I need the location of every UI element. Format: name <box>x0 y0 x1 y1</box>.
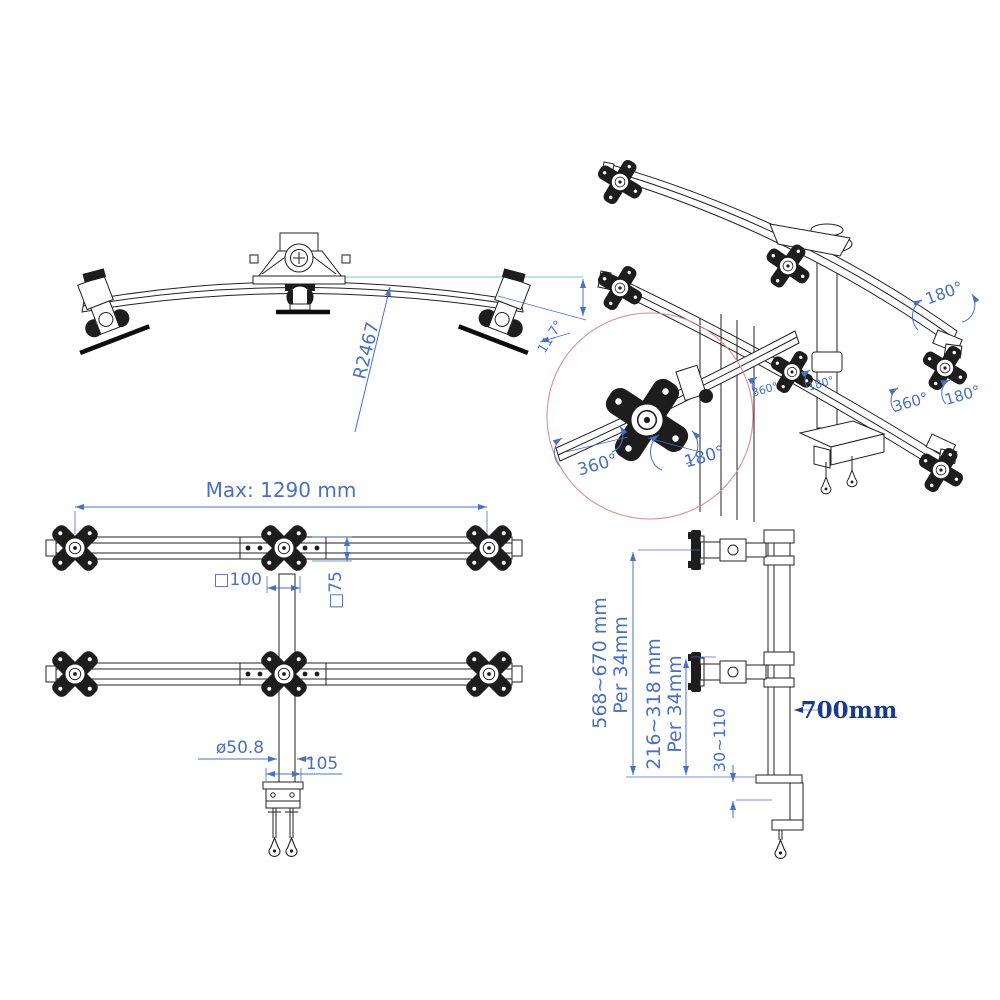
label-vesa-75: □75 <box>326 571 346 609</box>
dim-upper-height: 568~670 mm Per 34mm <box>589 549 700 775</box>
label-swivel-small: 360° <box>751 380 780 400</box>
front-view: Max: 1290 mm □100 □75 ø50.8 105 <box>45 478 523 857</box>
front-desk-clamp <box>262 781 304 857</box>
top-view-curved-crossbar: R2467 11.7° <box>77 232 587 433</box>
front-bottom-bar <box>45 647 523 701</box>
label-max-span: Max: 1290 mm <box>206 478 357 502</box>
dim-clamp-width: 105 <box>265 754 342 781</box>
dim-desk-range: 30~110 <box>626 708 772 818</box>
label-swivel-right: 360° <box>891 389 931 416</box>
center-mount <box>249 232 351 315</box>
right-end-mount <box>457 268 531 356</box>
detail-assembly <box>555 314 800 522</box>
label-lower-step: Per 34mm <box>664 655 686 753</box>
dim-pole-length: 700mm <box>794 697 897 724</box>
label-tilt-top: 180° <box>923 277 966 308</box>
label-upper-height: 568~670 mm <box>589 597 611 729</box>
label-tilt-detail: 180° <box>682 442 727 473</box>
label-end-angle: 11.7° <box>535 318 567 356</box>
iso-desk-clamp <box>798 420 886 495</box>
side-upper-arm <box>687 529 767 571</box>
label-radius: R2467 <box>349 320 383 382</box>
label-pole-diameter: ø50.8 <box>216 738 264 758</box>
front-top-bar <box>45 521 523 575</box>
dim-vesa-100: □100 <box>213 570 301 593</box>
label-pole-length: 700mm <box>801 697 898 724</box>
side-lower-arm <box>687 651 767 693</box>
label-swivel-detail: 360° <box>575 450 620 481</box>
side-desk-clamp <box>755 774 804 859</box>
dim-pole-diameter: ø50.8 <box>198 738 313 762</box>
dim-max-span: Max: 1290 mm <box>74 478 488 534</box>
label-vesa-100: □100 <box>213 570 262 590</box>
left-end-mount <box>77 268 151 356</box>
label-tilt-right: 180° <box>943 382 983 409</box>
label-clamp-width: 105 <box>306 754 338 774</box>
side-view: 568~670 mm Per 34mm 216~318 mm Per 34mm … <box>589 529 897 859</box>
isometric-view: 360° 180° 360° 180° 360° 180° 180° <box>546 154 983 522</box>
label-upper-step: Per 34mm <box>610 616 632 714</box>
label-lower-height: 216~318 mm <box>643 638 665 770</box>
dim-lower-height: 216~318 mm Per 34mm <box>643 638 716 775</box>
dim-radius: R2467 <box>349 286 391 433</box>
detail-circle <box>546 312 754 520</box>
label-desk-range: 30~110 <box>710 708 729 772</box>
dim-vesa-75: □75 <box>312 536 352 609</box>
